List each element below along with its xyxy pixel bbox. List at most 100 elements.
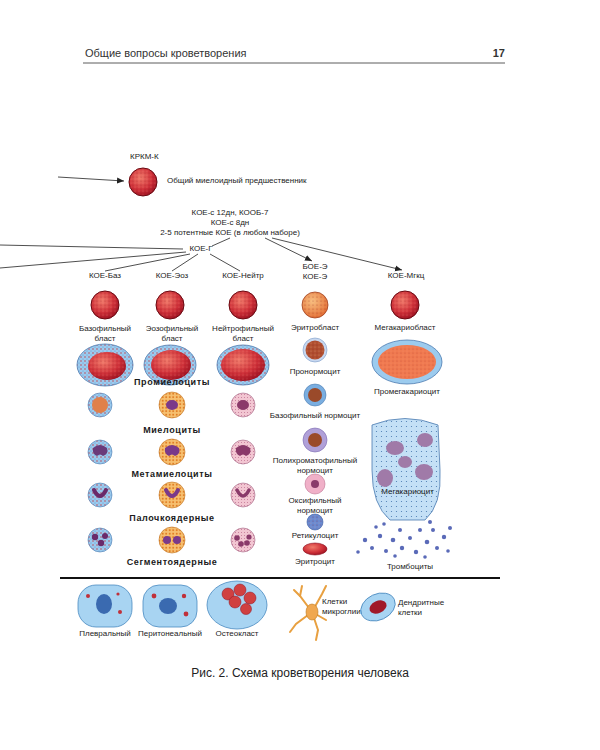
cell-node: Базофильный бласт: [75, 290, 135, 348]
cell-label: КРКМ-К: [130, 152, 190, 162]
neutrophil-line-part: [246, 534, 251, 539]
basophil-line-part: [88, 352, 126, 380]
cell-label: Ретикулоцит: [285, 531, 345, 541]
eosinophil-line-part: [159, 527, 185, 553]
megakaryocyte-line-part-part: [425, 540, 430, 545]
cell-node: Эритробласт: [285, 290, 345, 338]
megakaryocyte-line-part: [372, 340, 442, 384]
lineage-lines-part: [272, 238, 402, 270]
eosinophil-line-part: [173, 536, 181, 544]
cell-node: Мегакариобласт: [369, 290, 441, 338]
cell-label: Клетки микроглии: [322, 597, 368, 617]
tissue-macrophages-part: [96, 594, 112, 614]
megakaryocyte-line-part-part: [374, 525, 378, 529]
cell-label: Мегакариобласт: [369, 323, 441, 333]
lineage-lines-part: [0, 245, 183, 249]
progenitor-label: КОЕ-Э: [290, 272, 340, 282]
erythroid-line-part: [303, 338, 327, 362]
cell-node: Перитонеальный: [136, 584, 204, 639]
basophil-line-part: [92, 292, 118, 318]
megakaryocyte-line-part: [415, 464, 433, 480]
cell-label: Эритробласт: [285, 323, 345, 333]
cell-node: Тромбоциты: [365, 528, 455, 573]
erythroid-line-part: [308, 433, 322, 447]
megakaryocyte-line-part-part: [423, 555, 427, 559]
tissue-macrophages-part: [207, 581, 267, 629]
cell-label: Базофильный нормоцит: [265, 411, 365, 421]
neutrophil-line-part: [237, 490, 249, 496]
basophil-line-part: [98, 540, 104, 546]
megakaryocyte-line-part: [379, 346, 435, 378]
neutrophil-line-part: [244, 540, 250, 546]
megakaryocyte-line-part-part: [414, 550, 418, 554]
cell-label: Остеокласт: [206, 629, 268, 639]
megakaryocyte-line-part-part: [446, 549, 450, 553]
cell-node: Промегакариоцит: [365, 340, 449, 398]
megakaryocyte-line-part: [377, 469, 393, 487]
cell-label: Тромбоциты: [365, 562, 455, 572]
erythroid-line-part: [302, 292, 328, 318]
cell-label: Нейтрофильный бласт: [212, 324, 274, 344]
megakaryocyte-line-part: [372, 419, 440, 521]
basophil-line-part: [93, 445, 108, 456]
tissue-macrophages-part: [152, 594, 157, 599]
megakaryocyte-line: [356, 291, 452, 559]
megakaryocyte-line-part-part: [370, 546, 374, 550]
eosinophil-line-part: [159, 392, 185, 418]
neutrophil-line-part: [231, 528, 255, 552]
basophil-line-part: [88, 528, 112, 552]
megakaryocyte-line-part-part: [408, 536, 412, 540]
erythroid-line-part: [306, 341, 324, 359]
neutrophil-line-part: [238, 541, 244, 547]
stage-label: Миелоциты: [122, 425, 222, 436]
cell-label: Эозофильный бласт: [142, 324, 202, 344]
cell-node: Плевральный: [74, 584, 136, 639]
figure-caption: Рис. 2. Схема кроветворения человека: [0, 666, 600, 681]
lineage-lines-part: [105, 254, 190, 271]
myeloid-progenitor-cell-part: [129, 168, 157, 196]
megakaryocyte-line-part: [356, 520, 452, 559]
cell-node: Пронормоцит: [285, 337, 345, 377]
megakaryocyte-line-part-part: [398, 528, 402, 532]
lineage-lines-part: [172, 254, 198, 271]
lineage-lines-part: [210, 254, 240, 271]
separator-rule-part: [60, 577, 500, 579]
stage-label: Метамиелоциты: [116, 469, 228, 480]
tissue-macrophages-part: [159, 598, 177, 614]
header-rule-part: [83, 63, 505, 64]
cell-label: Мегакариоцит: [370, 487, 445, 497]
neutrophil-line-part: [231, 483, 255, 507]
tissue-macrophages-part-part: [300, 586, 302, 596]
erythroid-line-part: [308, 515, 322, 529]
basophil-line-part: [91, 291, 119, 319]
tissue-macrophages-part: [182, 594, 186, 598]
cell-label: Эритроцит: [285, 557, 345, 567]
eosinophil-line-part: [166, 490, 178, 496]
megakaryocyte-line-part-part: [400, 546, 404, 550]
header-rule: [83, 63, 505, 64]
cell-node: Остеокласт: [206, 582, 268, 639]
tissue-macrophages-part: [234, 584, 246, 596]
megakaryocyte-line-part: [386, 441, 404, 455]
cell-label: Перитонеальный: [136, 629, 204, 639]
lineage-lines-part: [58, 177, 124, 181]
eosinophil-line-part: [157, 292, 183, 318]
megakaryocyte-line-part-part: [448, 526, 452, 530]
megakaryocyte-line-part-part: [442, 535, 446, 539]
stage-label: Сегментоядерные: [112, 557, 232, 568]
lineage-lines-part: [212, 238, 230, 246]
progenitor-label: БОЕ-Э: [290, 262, 340, 272]
lineage-lines-part: [265, 238, 312, 261]
megakaryocyte-line-part: [417, 433, 433, 447]
erythroid-line-part: [303, 428, 327, 452]
basophil-line-part: [88, 483, 112, 507]
basophil-line-part: [102, 533, 108, 539]
tissue-macrophages-part: [143, 585, 197, 627]
progenitor-label: КОЕ-Эоз: [145, 271, 199, 281]
stage-label: Палочкоядерные: [116, 513, 228, 524]
megakaryocyte-line-part-part: [393, 554, 397, 558]
cell-node: Полихроматофильный нормоцит: [270, 427, 360, 477]
cell-label: Дендритные клетки: [398, 598, 456, 618]
cell-label: Общий миелоидный предшественник: [167, 176, 357, 186]
neutrophil-line-part: [229, 291, 257, 319]
